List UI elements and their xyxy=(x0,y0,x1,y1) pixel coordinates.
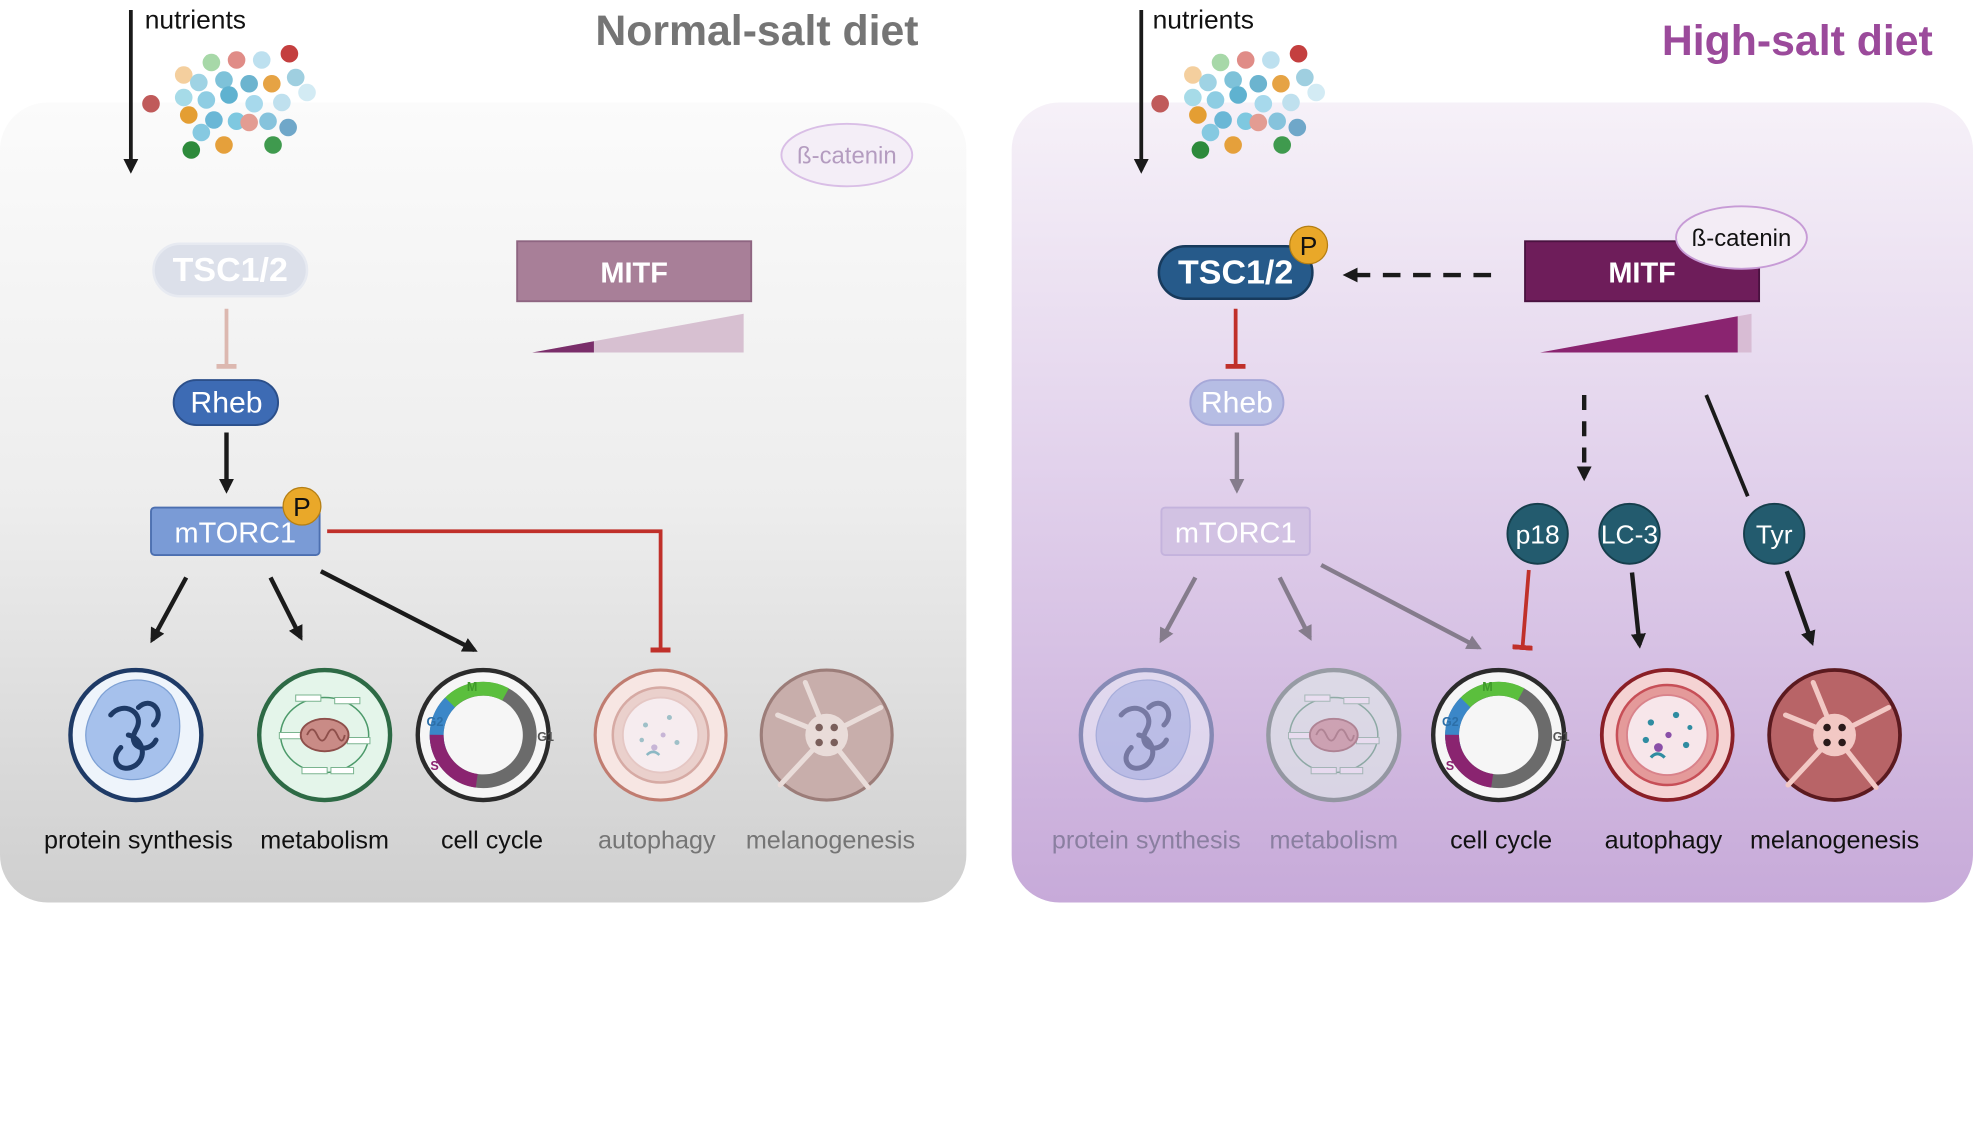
metabolism-icon xyxy=(257,667,393,803)
phase-s-label: S xyxy=(430,759,438,773)
melanogenesis-icon xyxy=(1767,668,1902,802)
protein-synthesis-icon xyxy=(68,667,204,803)
autophagy-label: autophagy xyxy=(1605,827,1723,855)
lc3-node xyxy=(1598,502,1661,565)
high-panel-title: High-salt diet xyxy=(1662,17,1933,65)
p18-inhibits-cell-cycle xyxy=(1512,569,1533,651)
mtorc1-label: mTORC1 xyxy=(1175,518,1297,550)
rheb-node xyxy=(172,379,280,426)
melanogenesis-label: melanogenesis xyxy=(746,827,915,855)
phospho-badge xyxy=(1289,225,1329,265)
lc3-label: LC-3 xyxy=(1601,520,1658,550)
tsc12-node xyxy=(1157,245,1314,300)
tsc12-node xyxy=(152,242,309,298)
metabolism-icon xyxy=(1266,667,1402,803)
phase-s-label: S xyxy=(1446,759,1454,773)
phase-g1-label: G1 xyxy=(1553,730,1570,744)
phase-g1-label: G1 xyxy=(537,730,554,744)
high-panel-background xyxy=(1011,102,1973,903)
cell-cycle-icon: M G1 G2 S xyxy=(1430,667,1570,803)
nutrients-label: nutrients xyxy=(1153,5,1254,35)
phase-m-label: M xyxy=(467,680,477,694)
rheb-label: Rheb xyxy=(190,387,262,420)
beta-catenin-label: ß-catenin xyxy=(1692,225,1792,252)
autophagy-label: autophagy xyxy=(598,827,716,855)
nutrient-beads-icon xyxy=(142,45,316,159)
high-salt-panel: High-salt diet nutrients TSC1/2 P MITF xyxy=(1011,5,1973,903)
mtorc1-to-cell-cycle xyxy=(1320,563,1482,650)
mitf-to-tyr-line xyxy=(1704,394,1750,497)
cell-cycle-icon: M G1 G2 S xyxy=(415,667,554,803)
protein-synthesis-label: protein synthesis xyxy=(44,827,233,855)
mitf-node xyxy=(516,240,753,303)
tyr-activates-melanogenesis xyxy=(1784,570,1816,647)
normal-salt-panel: Normal-salt diet nutrients ß-catenin TSC… xyxy=(0,5,967,903)
mitf-label: MITF xyxy=(1608,258,1675,290)
protein-synthesis-icon xyxy=(1078,667,1214,803)
melanogenesis-icon xyxy=(759,668,894,802)
mtorc1-node xyxy=(150,506,321,556)
cell-cycle-label: cell cycle xyxy=(441,827,543,855)
tyr-node xyxy=(1743,502,1806,565)
nutrient-beads-icon xyxy=(1151,45,1325,159)
phospho-badge xyxy=(282,486,322,526)
diagram-canvas: Normal-salt diet nutrients ß-catenin TSC… xyxy=(0,5,1973,903)
p18-node xyxy=(1506,502,1569,565)
p18-label: p18 xyxy=(1516,520,1560,550)
mtorc1-to-protein-synthesis xyxy=(150,576,189,644)
melanogenesis-label: melanogenesis xyxy=(1750,827,1919,855)
lc3-activates-autophagy xyxy=(1629,572,1646,649)
phospho-label: P xyxy=(1300,231,1318,261)
cell-cycle-label: cell cycle xyxy=(1450,827,1552,855)
beta-catenin-label: ß-catenin xyxy=(797,143,897,170)
mtorc1-to-cell-cycle xyxy=(319,569,478,652)
autophagy-icon xyxy=(1599,668,1735,802)
mtorc1-inhibits-autophagy xyxy=(327,529,671,653)
autophagy-icon xyxy=(593,668,728,802)
mitf-label: MITF xyxy=(600,258,667,290)
rheb-node xyxy=(1189,379,1285,426)
mtorc1-to-metabolism xyxy=(268,576,303,641)
mtorc1-to-protein-synthesis xyxy=(1159,576,1198,644)
phase-g2-label: G2 xyxy=(1442,715,1459,729)
rheb-label: Rheb xyxy=(1201,387,1273,420)
beta-catenin-node xyxy=(780,122,914,188)
tyr-label: Tyr xyxy=(1756,520,1793,550)
protein-synthesis-label: protein synthesis xyxy=(1052,827,1241,855)
metabolism-label: metabolism xyxy=(260,827,389,855)
phase-m-label: M xyxy=(1482,680,1492,694)
mtorc1-to-metabolism xyxy=(1277,576,1312,641)
phospho-label: P xyxy=(293,492,311,522)
normal-panel-title: Normal-salt diet xyxy=(595,7,918,55)
mtorc1-label: mTORC1 xyxy=(174,518,296,550)
metabolism-label: metabolism xyxy=(1269,827,1398,855)
phase-g2-label: G2 xyxy=(427,715,444,729)
tsc12-label: TSC1/2 xyxy=(1178,254,1293,292)
nutrients-label: nutrients xyxy=(145,5,246,35)
mitf-level-fill xyxy=(1540,316,1738,353)
mtorc1-node xyxy=(1160,506,1311,556)
normal-panel-background xyxy=(0,102,967,903)
mitf-node xyxy=(1524,240,1761,303)
beta-catenin-node xyxy=(1675,205,1808,270)
tsc12-label: TSC1/2 xyxy=(173,251,288,289)
